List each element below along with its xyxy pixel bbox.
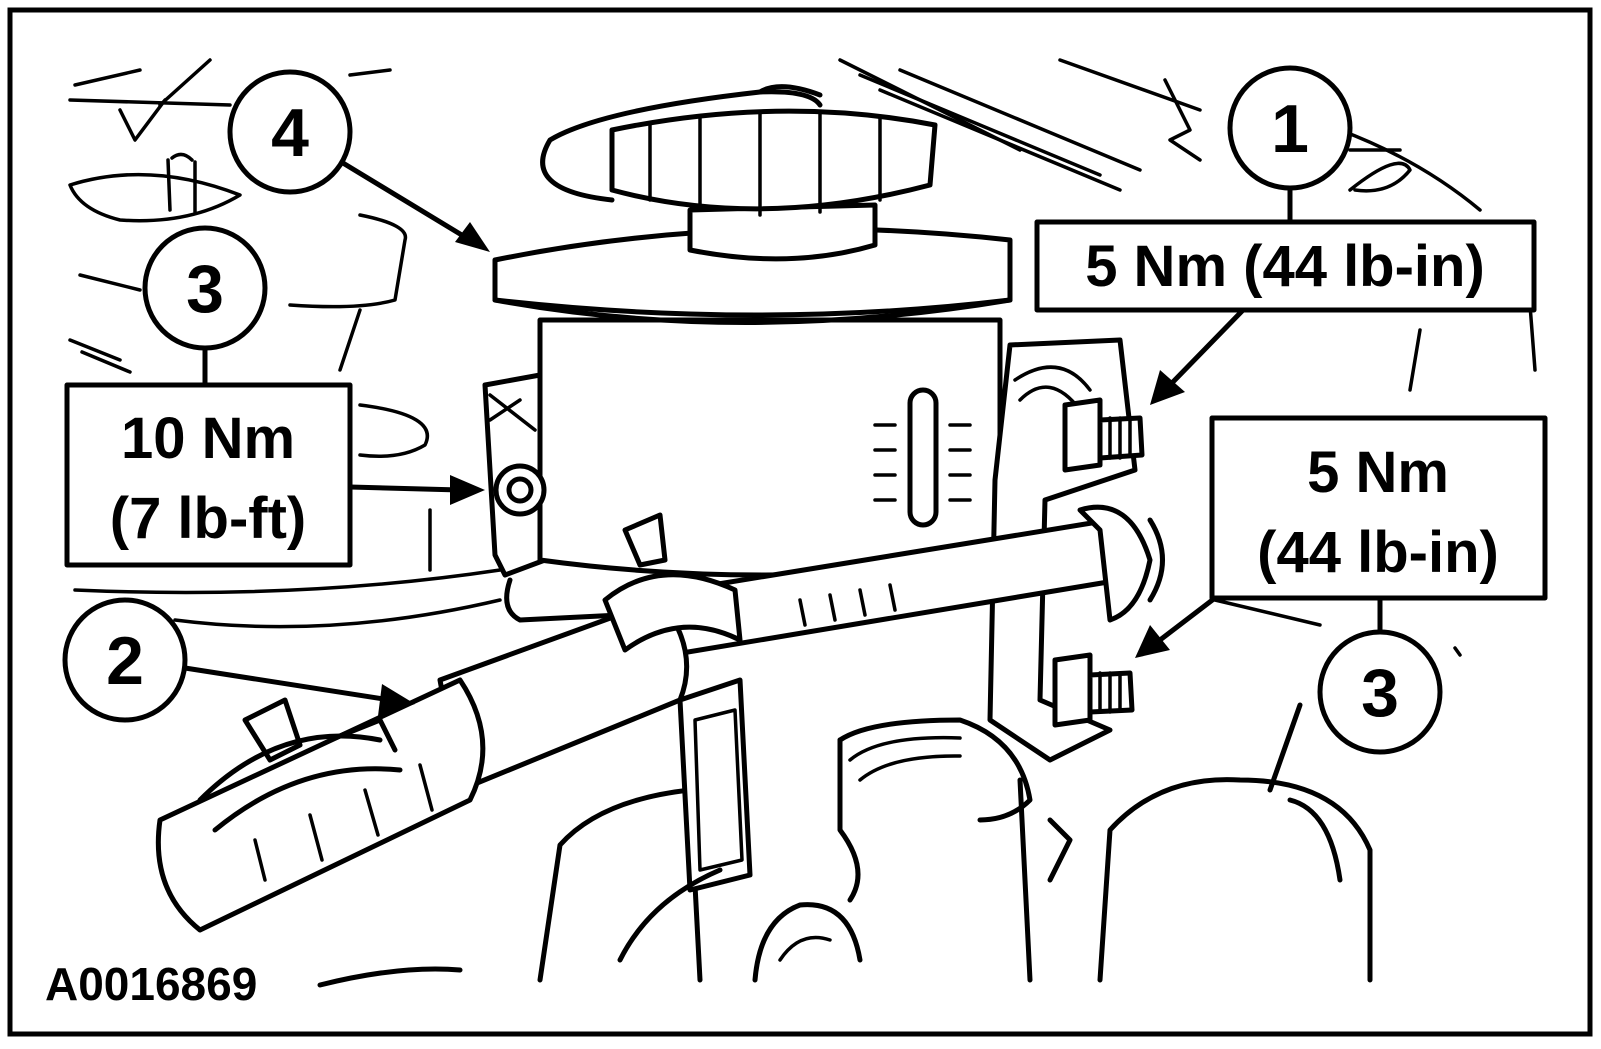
right-mount-bracket	[987, 337, 1145, 763]
torque-box-callout-1: 5 Nm (44 lb-in)	[1034, 219, 1537, 313]
upper-bolt-nut	[1062, 397, 1103, 473]
torque-spec-line: 10 Nm	[121, 406, 295, 471]
callout-4: 4	[227, 69, 353, 195]
torque-spec-line: 5 Nm	[1307, 440, 1449, 505]
torque-spec-line: (44 lb-in)	[1257, 520, 1499, 585]
hose-assembly	[155, 504, 1165, 933]
lower-engine-parts	[537, 677, 1373, 983]
figure-id: A0016869	[45, 958, 257, 1010]
callout-number: 1	[1271, 91, 1309, 167]
callout-number: 2	[106, 623, 144, 699]
callout-number: 3	[186, 251, 224, 327]
torque-spec-line: 5 Nm (44 lb-in)	[1085, 234, 1485, 299]
torque-box-callout-3-left: 10 Nm (7 lb-ft)	[64, 382, 353, 568]
fluid-reservoir	[482, 84, 1013, 623]
filler-cap	[609, 108, 938, 212]
torque-box-callout-3-right: 5 Nm (44 lb-in)	[1209, 415, 1548, 601]
callout-3-right: 3	[1317, 629, 1443, 755]
spring-clamp-upper	[602, 572, 743, 653]
fluid-level-window	[907, 387, 939, 528]
callout-number: 4	[271, 95, 309, 171]
supply-hose-lower	[155, 677, 486, 933]
callout-1: 1	[1227, 65, 1353, 191]
callout-number: 3	[1361, 655, 1399, 731]
hose-clamp-right	[1077, 504, 1153, 623]
torque-spec-line: (7 lb-ft)	[110, 486, 307, 551]
filler-cap-neck	[687, 202, 878, 262]
callout-2: 2	[62, 597, 188, 723]
background-engine-lines	[68, 58, 1537, 657]
callout-3-left: 3	[142, 225, 268, 351]
lower-bolt-nut	[1052, 652, 1093, 728]
